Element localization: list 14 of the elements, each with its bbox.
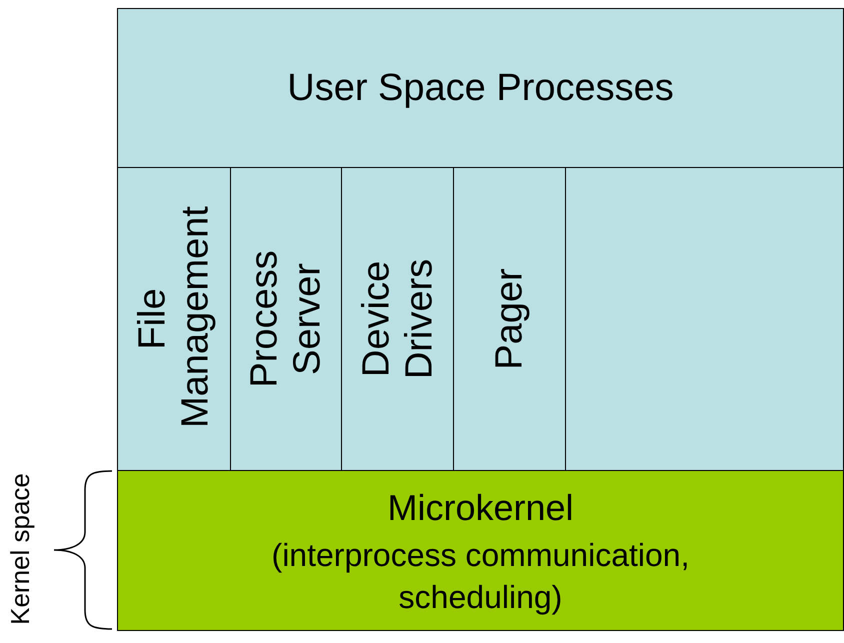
layer-box	[117, 8, 844, 168]
brace-label: Kernel space	[7, 472, 33, 627]
server-box	[117, 167, 231, 471]
microkernel-box	[117, 470, 844, 631]
layer-title: User Space Processes	[286, 67, 675, 110]
server-box	[230, 167, 342, 471]
server-label: Device Drivers	[354, 258, 440, 382]
server-box	[453, 167, 566, 471]
server-label: Process Server	[243, 249, 329, 390]
layer-description: (interprocess communication, scheduling)	[270, 536, 690, 617]
empty-box	[565, 167, 844, 471]
layer-title: Microkernel	[386, 486, 575, 530]
server-box	[341, 167, 454, 471]
server-label: Pager	[488, 267, 531, 372]
